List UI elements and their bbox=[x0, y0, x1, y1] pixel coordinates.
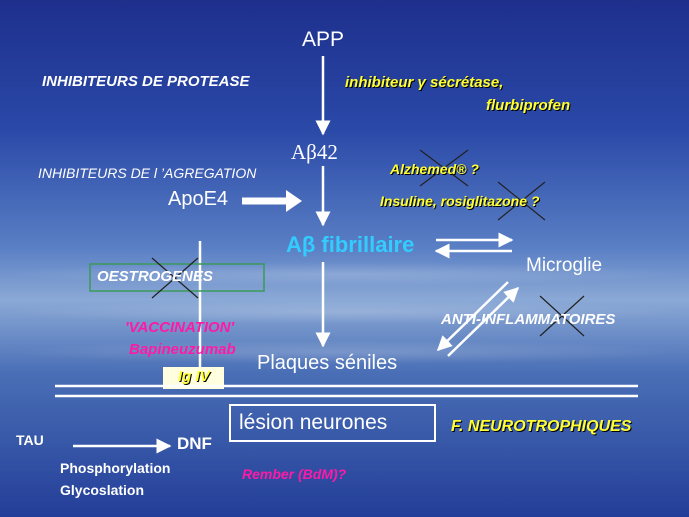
node-lesion-neurones: lésion neurones bbox=[239, 411, 388, 434]
label-rember: Rember (BdM)? bbox=[242, 466, 347, 482]
water-highlight bbox=[0, 340, 689, 364]
node-apoe4: ApoE4 bbox=[168, 188, 229, 210]
cross-alzhemed bbox=[419, 149, 469, 187]
label-bapineuzumab: Bapineuzumab bbox=[129, 341, 236, 358]
label-inhibiteurs-agregation: INHIBITEURS DE l ’AGREGATION bbox=[38, 165, 257, 181]
label-phosphorylation: Phosphorylation bbox=[60, 460, 171, 476]
water-highlight bbox=[0, 300, 689, 324]
arrow-microglie-plaques bbox=[436, 281, 509, 352]
water-highlight bbox=[0, 262, 689, 286]
label-neurotrophiques: F. NEUROTROPHIQUES bbox=[451, 418, 632, 435]
label-glycoslation: Glycoslation bbox=[60, 482, 145, 498]
arrow-apoe4-head bbox=[286, 190, 302, 212]
node-abeta42: Aβ42 bbox=[291, 140, 338, 164]
cross-oestrogenes bbox=[151, 257, 199, 299]
ig-iv-box bbox=[163, 367, 224, 389]
label-flurbiprofen: flurbiprofen bbox=[486, 97, 571, 114]
label-alzhemed: Alzhemed® ? bbox=[390, 161, 479, 177]
label-vaccination: 'VACCINATION' bbox=[125, 319, 235, 336]
label-anti-inflammatoires: ANTI-INFLAMMATOIRES bbox=[441, 311, 616, 328]
node-app: APP bbox=[302, 28, 345, 51]
label-ig-iv: Ig IV bbox=[178, 368, 210, 385]
arrow-plaques-microglie bbox=[447, 286, 520, 357]
node-dnf: DNF bbox=[177, 434, 212, 453]
node-abeta-fibrillaire: Aβ fibrillaire bbox=[286, 232, 415, 257]
cross-insuline bbox=[497, 181, 546, 221]
label-inhibiteur-secretase: inhibiteur γ sécrétase, bbox=[345, 74, 504, 91]
node-tau: TAU bbox=[16, 432, 44, 448]
node-plaques-seniles: Plaques séniles bbox=[257, 352, 398, 374]
label-inhibiteurs-protease: INHIBITEURS DE PROTEASE bbox=[42, 73, 250, 90]
cross-anti-inflammatoires bbox=[539, 295, 585, 337]
node-microglie: Microglie bbox=[526, 255, 603, 276]
label-oestrogenes: OESTROGENES bbox=[97, 268, 213, 285]
label-insuline-rosiglitazone: Insuline, rosiglitazone ? bbox=[380, 193, 540, 209]
oestrogenes-box bbox=[89, 263, 265, 292]
lesion-box bbox=[229, 404, 436, 442]
